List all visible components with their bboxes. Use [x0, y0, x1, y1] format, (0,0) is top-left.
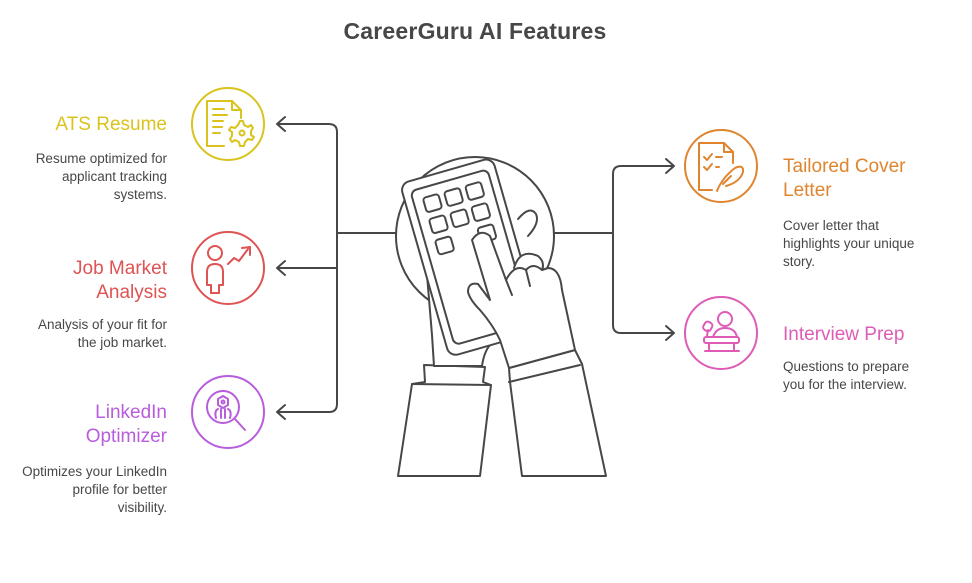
profile-search-icon	[191, 375, 265, 449]
speaker-podium-icon	[684, 296, 758, 370]
hands-phone-icon	[395, 156, 607, 477]
cover-desc-line: highlights your unique	[783, 236, 915, 251]
job-title-line: Analysis	[96, 282, 167, 303]
linkedin-title-line: Optimizer	[85, 426, 167, 447]
cover-title-line: Tailored Cover	[783, 156, 906, 177]
linkedin-desc-line: Optimizes your LinkedIn	[22, 464, 167, 479]
left-connector	[276, 116, 399, 420]
linkedin-desc-line: visibility.	[117, 500, 167, 515]
diagram-title: CareerGuru AI Features	[343, 18, 607, 44]
interview-prep-title: Interview Prep	[783, 323, 963, 347]
resume-gear-icon	[191, 87, 265, 161]
cover-letter-description: Cover letter that highlights your unique…	[783, 217, 963, 271]
linkedin-title-line: LinkedIn	[95, 402, 167, 423]
linkedin-desc-line: profile for better	[72, 482, 167, 497]
ats-desc-line: Resume optimized for	[35, 151, 167, 166]
job-desc-line: Analysis of your fit for	[37, 317, 167, 332]
ats-desc-line: applicant tracking	[61, 169, 167, 184]
interview-prep-description: Questions to prepare you for the intervi…	[783, 358, 963, 394]
checklist-quill-icon	[684, 129, 758, 203]
cover-letter-title: Tailored Cover Letter	[783, 155, 963, 203]
person-growth-icon	[191, 231, 265, 305]
linkedin-optimizer-description: Optimizes your LinkedIn profile for bett…	[0, 463, 167, 517]
cover-title-line: Letter	[783, 180, 832, 201]
job-market-title: Job Market Analysis	[20, 257, 167, 305]
interview-desc-line: you for the interview.	[783, 377, 907, 392]
job-desc-line: the job market.	[77, 335, 167, 350]
linkedin-optimizer-title: LinkedIn Optimizer	[20, 401, 167, 449]
interview-title-text: Interview Prep	[783, 324, 905, 345]
right-connector	[552, 158, 675, 341]
job-title-line: Job Market	[73, 258, 167, 279]
ats-desc-line: systems.	[113, 187, 167, 202]
ats-resume-description: Resume optimized for applicant tracking …	[0, 150, 167, 204]
ats-resume-title: ATS Resume	[20, 113, 167, 137]
cover-desc-line: story.	[783, 254, 816, 269]
cover-desc-line: Cover letter that	[783, 218, 880, 233]
job-market-description: Analysis of your fit for the job market.	[0, 316, 167, 352]
interview-desc-line: Questions to prepare	[783, 359, 910, 374]
ats-resume-title-text: ATS Resume	[55, 114, 167, 135]
